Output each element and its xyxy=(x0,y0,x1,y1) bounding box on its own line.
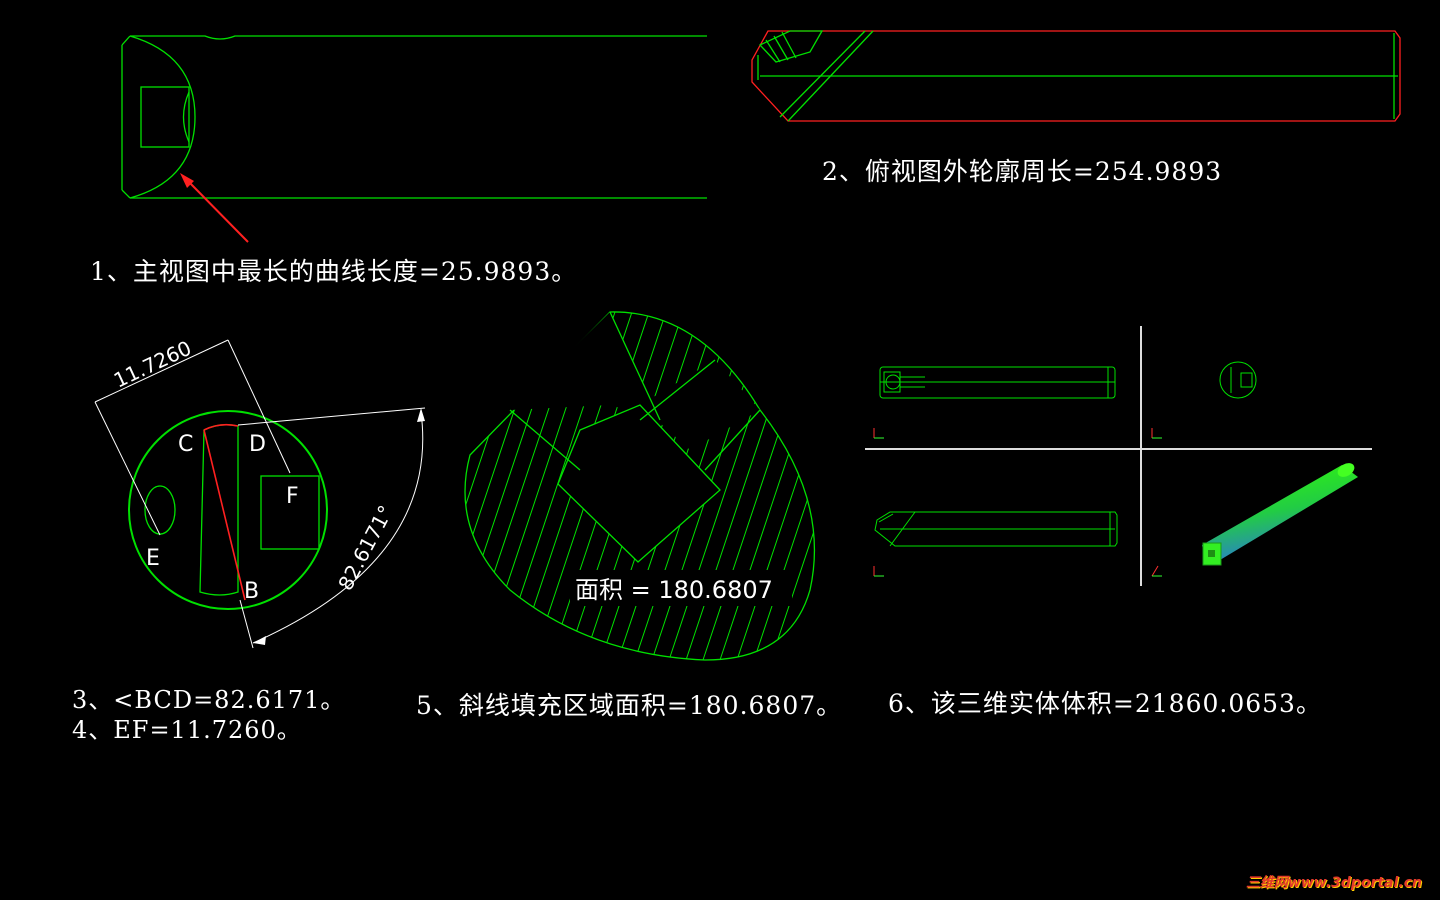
hatch-line xyxy=(839,300,959,660)
note-6: 6、该三维实体体积=21860.0653。 xyxy=(888,689,1322,718)
point-label-d: D xyxy=(249,432,266,457)
front-view xyxy=(121,35,707,199)
hatch-line xyxy=(804,311,815,660)
note-5: 5、斜线填充区域面积=180.6807。 xyxy=(416,691,843,720)
hatch-line xyxy=(787,311,815,660)
hatch-line xyxy=(822,300,942,660)
dimension-length-label: 11.7260 xyxy=(110,336,195,393)
top-view xyxy=(751,30,1401,122)
note-1: 1、主视图中最长的曲线长度=25.9893。 xyxy=(90,257,578,286)
watermark-logo: 三维网www.3dportal.cn xyxy=(1245,875,1422,891)
point-label-c: C xyxy=(178,432,193,457)
viewport-top xyxy=(874,511,1118,547)
point-label-b: B xyxy=(244,579,259,604)
hatch-line xyxy=(465,311,518,660)
viewport-side xyxy=(1219,361,1257,399)
hatch-line xyxy=(465,311,501,660)
hatched-region-view xyxy=(464,300,1010,661)
viewport-front xyxy=(879,366,1116,399)
solid-3d-model xyxy=(1202,463,1358,566)
hatch-line xyxy=(856,300,976,660)
hatch-line xyxy=(465,311,535,660)
viewport-grid xyxy=(865,326,1372,586)
note-3: 3、<BCD=82.6171。 xyxy=(72,686,346,714)
pointer-arrow xyxy=(180,173,249,243)
hatch-line xyxy=(890,300,1010,660)
hatch-line xyxy=(465,311,552,660)
ucs-icon xyxy=(873,428,1162,577)
hatch-line xyxy=(873,300,993,660)
dimension-angle-label: 82.6171° xyxy=(333,501,398,594)
point-label-f: F xyxy=(286,484,299,509)
note-4: 4、EF=11.7260。 xyxy=(72,716,302,744)
area-label: 面积 = 180.6807 xyxy=(575,576,773,604)
circle-section-view xyxy=(94,339,426,649)
note-2: 2、俯视图外轮廓周长=254.9893 xyxy=(822,157,1223,186)
point-label-e: E xyxy=(146,546,160,571)
